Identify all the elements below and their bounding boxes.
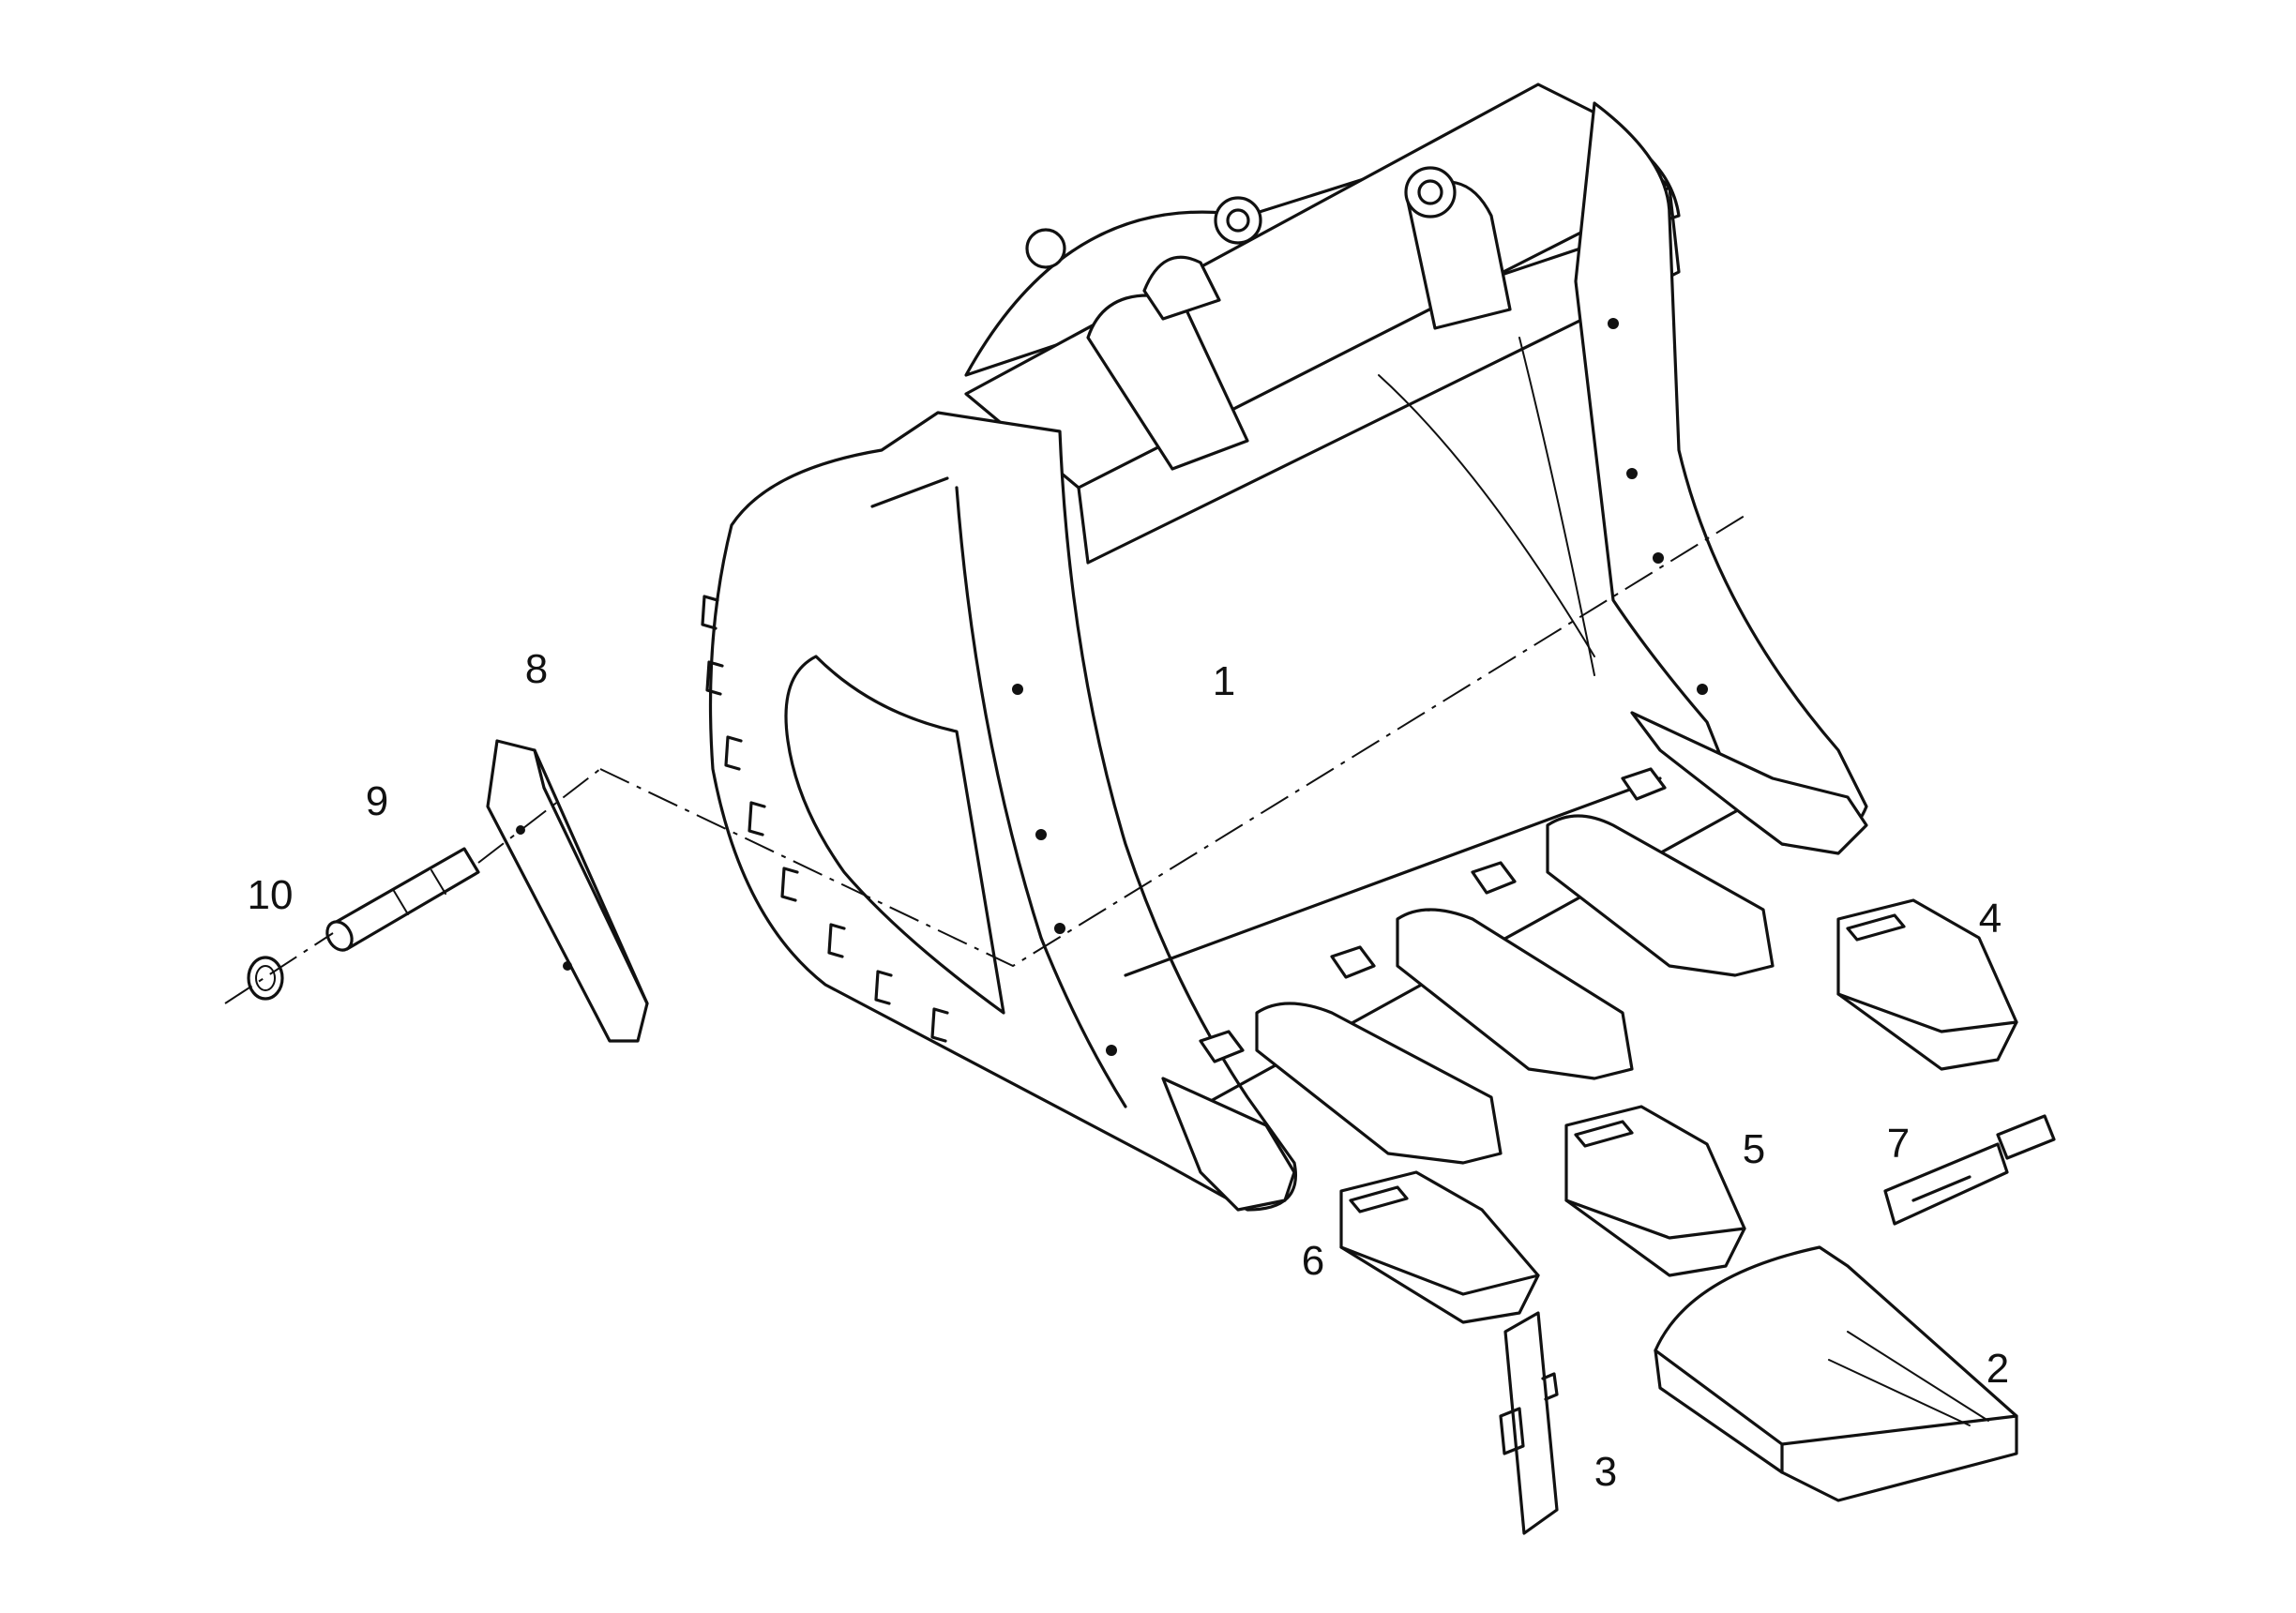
- part-10-ring: [224, 768, 601, 1004]
- callout-2: 2: [1986, 1346, 2010, 1392]
- callout-5: 5: [1742, 1126, 1766, 1172]
- callout-10: 10: [247, 872, 294, 918]
- part-7-lock: [1883, 1114, 2056, 1226]
- callout-6: 6: [1301, 1238, 1325, 1284]
- part-2-tooth: [1654, 1245, 2018, 1502]
- part-9-pin: [325, 847, 480, 952]
- callout-7: 7: [1886, 1121, 1911, 1167]
- bucket-body: [599, 83, 1868, 1212]
- part-6-adapter: [1339, 1170, 1540, 1324]
- part-3-retainer: [1499, 1311, 1559, 1535]
- callout-1: 1: [1212, 658, 1236, 704]
- callout-9: 9: [365, 778, 389, 824]
- part-8-side-cutter: [486, 739, 649, 1043]
- callout-3: 3: [1594, 1449, 1618, 1495]
- part-4-adapter: [1836, 898, 2018, 1071]
- callout-4: 4: [1978, 896, 2002, 942]
- callout-8: 8: [524, 646, 549, 692]
- part-5-adapter: [1564, 1105, 1746, 1277]
